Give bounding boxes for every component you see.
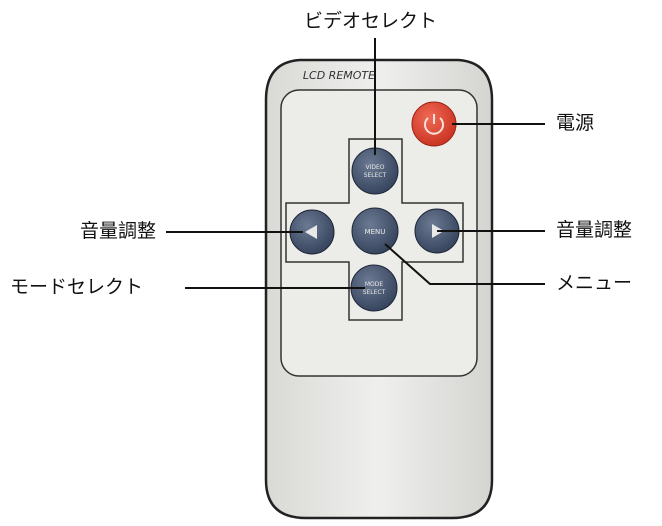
callout-menu: メニュー [556,272,633,294]
triangle-left-icon [305,225,317,239]
mode-select-label-2: SELECT [363,289,386,296]
power-button[interactable] [411,101,457,147]
power-icon [424,114,444,135]
leader-menu [384,243,545,285]
mode-select-label-1: MODE [365,281,384,288]
callout-volume-right: 音量調整 [556,219,633,241]
menu-label: MENU [365,228,386,236]
callout-power: 電源 [556,112,595,134]
callout-video-select: ビデオセレクト [304,10,438,32]
callout-volume-left: 音量調整 [80,220,157,242]
volume-down-button[interactable] [289,209,335,255]
dpad-outline [285,138,464,321]
menu-button[interactable]: MENU [351,207,399,255]
video-select-label-2: SELECT [364,172,387,179]
brand-text: LCD REMOTE [303,69,375,82]
callout-mode-select: モードセレクト [10,276,144,298]
video-select-button[interactable]: VIDEO SELECT [351,147,399,195]
video-select-label-1: VIDEO [365,164,384,171]
